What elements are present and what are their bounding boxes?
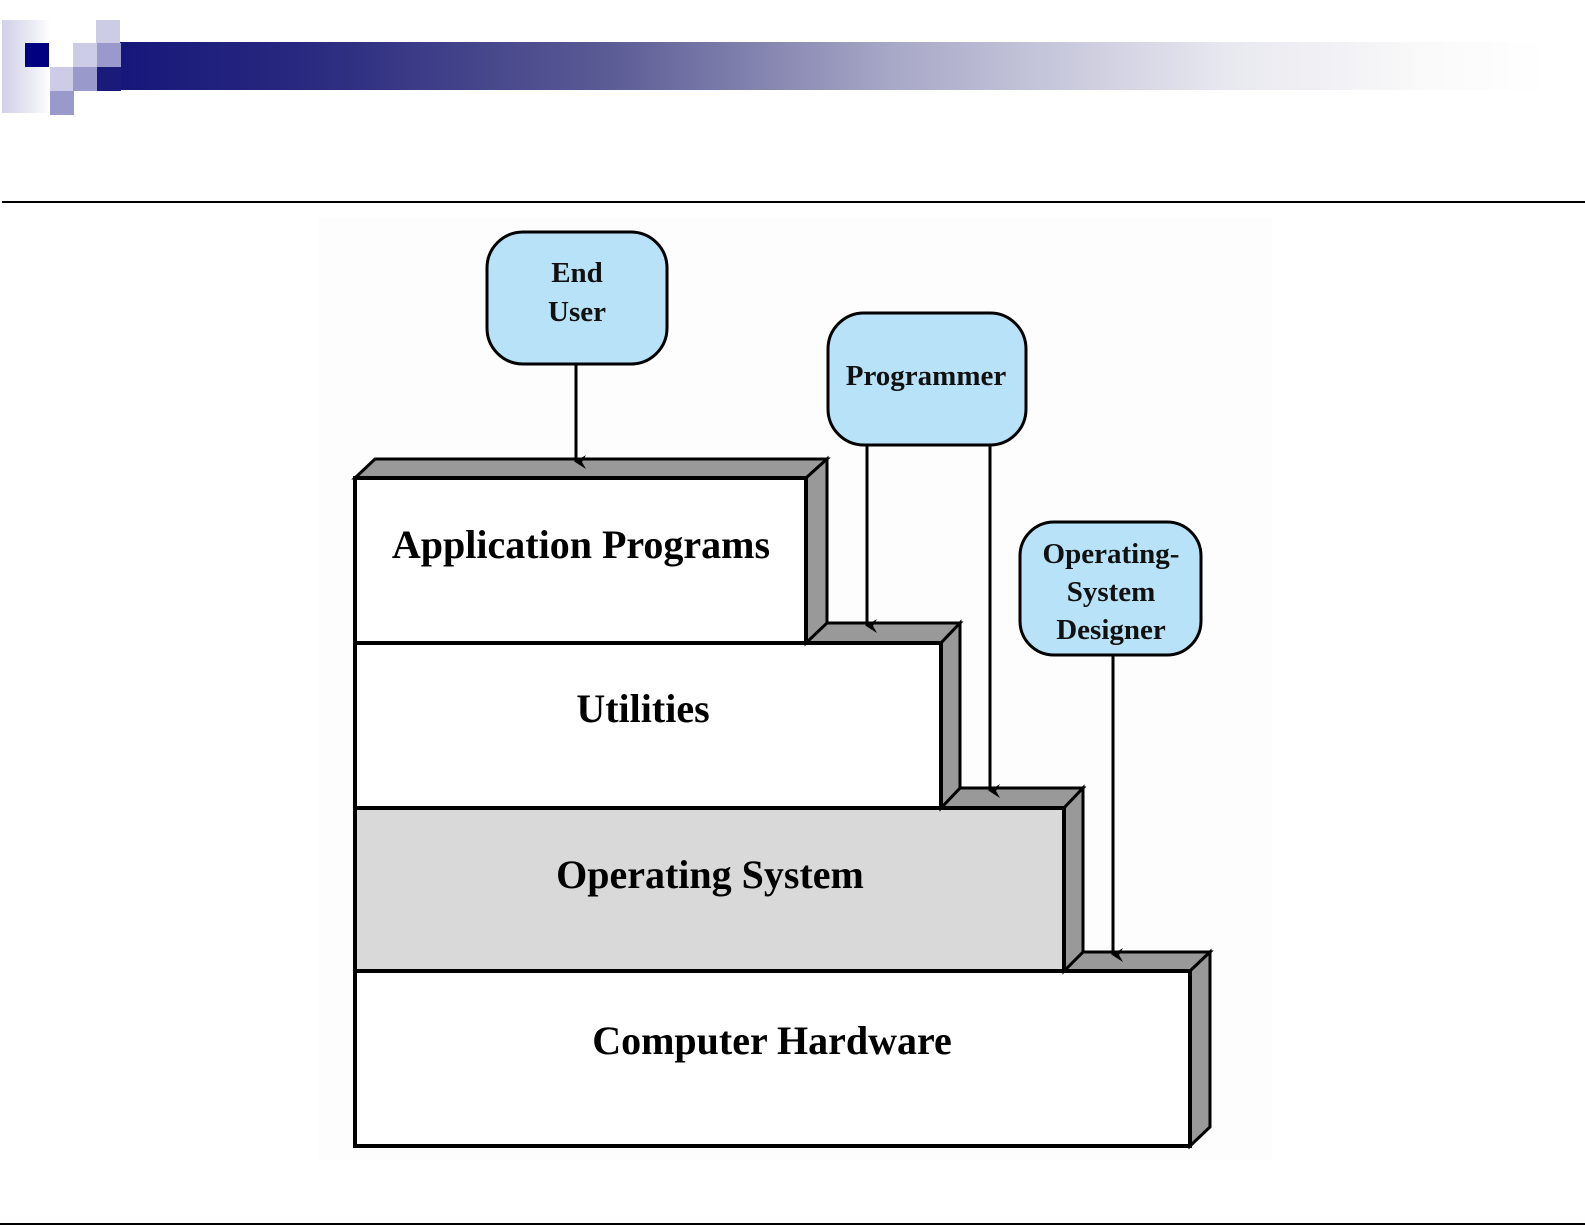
actor-label-line: End xyxy=(551,257,603,289)
actor-programmer: Programmer xyxy=(828,313,1026,445)
layer-computer-hardware: Computer Hardware xyxy=(355,952,1210,1146)
bevel-side xyxy=(941,623,960,808)
bevel-side xyxy=(806,459,827,643)
bevel-side xyxy=(1190,952,1210,1146)
actor-os-designer: Operating- System Designer xyxy=(1020,522,1201,655)
layer-label: Operating System xyxy=(556,852,864,897)
layer-operating-system: Operating System xyxy=(355,788,1083,971)
bevel-top xyxy=(355,459,827,478)
bevel-side xyxy=(1064,788,1083,971)
bevel-top xyxy=(1064,952,1210,971)
bevel-top xyxy=(941,788,1083,808)
actor-label-line: Designer xyxy=(1056,614,1166,646)
actor-label-line: Programmer xyxy=(846,360,1007,392)
actor-end-user: End User xyxy=(487,232,667,364)
actor-label-line: System xyxy=(1067,576,1156,608)
bevel-top xyxy=(806,623,960,643)
actor-label-line: Operating- xyxy=(1043,538,1180,570)
layer-utilities: Utilities xyxy=(355,623,960,808)
layer-label: Computer Hardware xyxy=(592,1018,952,1063)
layer-label: Application Programs xyxy=(392,522,770,567)
layer-application-programs: Application Programs xyxy=(355,459,827,643)
layer-label: Utilities xyxy=(576,686,709,731)
actor-label-line: User xyxy=(548,296,606,328)
